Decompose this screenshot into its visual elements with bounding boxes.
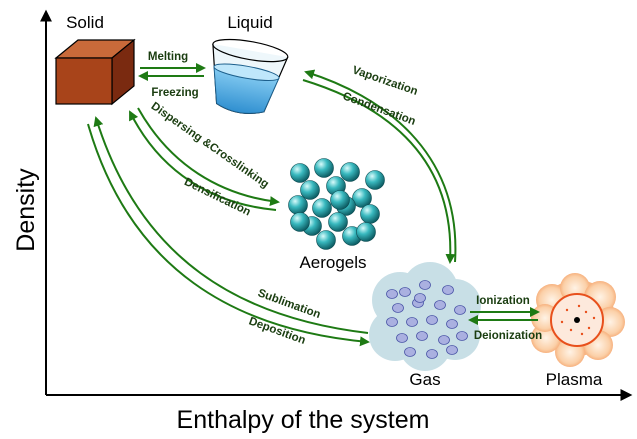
- gas-particle: [438, 335, 450, 345]
- gas-particle: [456, 331, 468, 341]
- gas-particle: [446, 345, 458, 355]
- ionization-label: Ionization: [476, 295, 530, 307]
- gas-particle: [396, 333, 408, 343]
- gas-particle: [446, 319, 458, 329]
- liquid-beaker: [212, 38, 289, 114]
- aerogel-sphere: [330, 190, 350, 210]
- aerogel-sphere: [312, 198, 332, 218]
- gas-particle: [386, 317, 398, 327]
- gas-particle: [392, 303, 404, 313]
- aerogel-sphere: [290, 212, 310, 232]
- gas-particle: [419, 280, 431, 290]
- aerogel-sphere: [340, 162, 360, 182]
- gas-particle: [399, 287, 411, 297]
- gas-particle: [442, 285, 454, 295]
- gas-cloud: [369, 262, 481, 371]
- freezing-label: Freezing: [151, 87, 198, 99]
- aerogel-sphere: [352, 188, 372, 208]
- plasma-label: Plasma: [546, 370, 603, 389]
- gas-particle: [404, 347, 416, 357]
- gas-particle: [426, 315, 438, 325]
- deionization-label: Deionization: [474, 330, 542, 342]
- aerogel-sphere: [290, 163, 310, 183]
- solid-label: Solid: [66, 13, 104, 32]
- axes: Density Enthalpy of the system: [12, 9, 633, 434]
- gas-particle: [434, 300, 446, 310]
- dispersing-arrow: [137, 107, 280, 207]
- aerogels-label: Aerogels: [299, 253, 366, 272]
- aerogel-sphere: [360, 204, 380, 224]
- sublimation-arrow: [87, 123, 370, 347]
- y-axis-title: Density: [12, 168, 40, 252]
- vaporization-arrow: [302, 79, 456, 264]
- transition-arrows: [87, 63, 540, 347]
- gas-particle: [386, 289, 398, 299]
- gas-particle: [414, 293, 426, 303]
- aerogel-cluster: [288, 158, 385, 250]
- liquid-label: Liquid: [227, 13, 272, 32]
- solid-block: [54, 38, 136, 106]
- condensation-label: Condensation: [341, 90, 417, 127]
- gas-particle: [454, 305, 466, 315]
- aerogel-sphere: [365, 170, 385, 190]
- aerogel-sphere: [288, 195, 308, 215]
- gas-particle: [416, 331, 428, 341]
- aerogel-sphere: [328, 212, 348, 232]
- aerogel-sphere: [356, 222, 376, 242]
- densification-label: Densification: [182, 176, 252, 218]
- aerogel-sphere: [316, 230, 336, 250]
- densification-arrow: [129, 110, 277, 211]
- condensation-arrow: [304, 69, 457, 263]
- gas-particle: [406, 317, 418, 327]
- melting-label: Melting: [148, 51, 188, 63]
- vaporization-label: Vaporization: [351, 64, 420, 98]
- plasma-blob: [531, 273, 625, 367]
- gas-label: Gas: [409, 370, 440, 389]
- aerogel-sphere: [300, 180, 320, 200]
- gas-particle: [426, 349, 438, 359]
- deposition-arrow: [93, 116, 369, 334]
- aerogel-sphere: [314, 158, 334, 178]
- x-axis-title: Enthalpy of the system: [177, 406, 430, 434]
